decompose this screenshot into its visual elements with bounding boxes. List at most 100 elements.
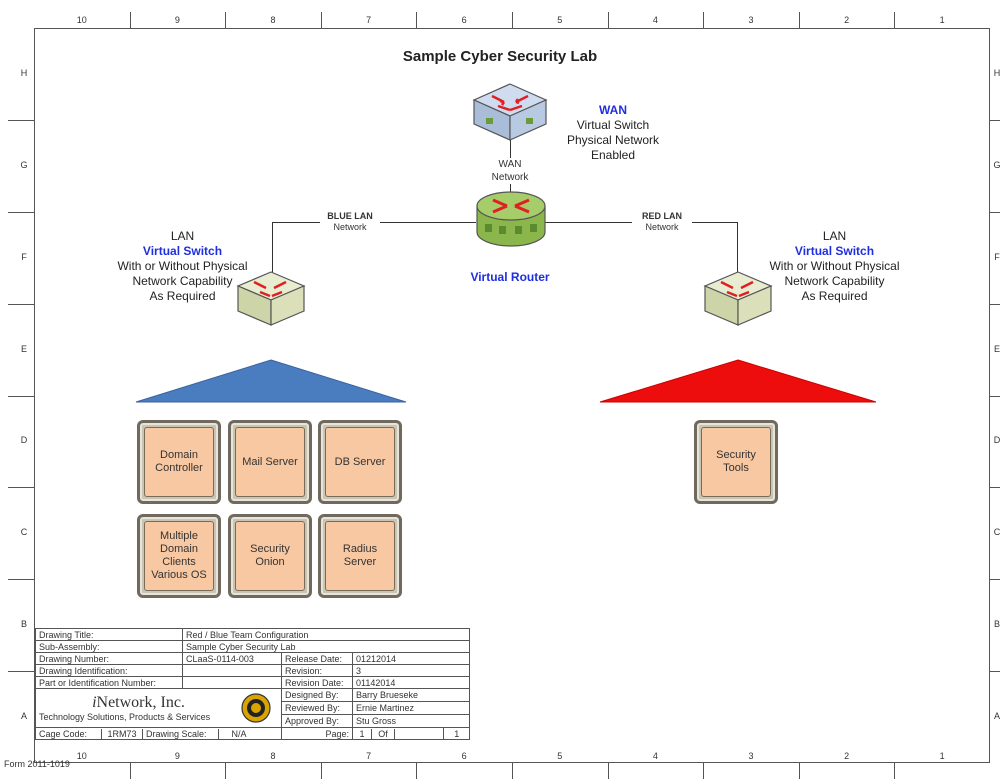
right-lan-line3: Network Capability [784,274,885,288]
tb-drawing-scale: N/A [231,728,247,739]
server-label: DB Server [325,427,395,497]
tb-empty [182,676,282,689]
router-label: Virtual Router [470,270,550,284]
grid-tick [512,12,513,28]
grid-tick [703,763,705,779]
blue-lan-switch-icon [236,271,306,326]
grid-tick [416,12,418,28]
grid-tick [990,119,1000,121]
server-security-onion: Security Onion [228,514,312,598]
company-name: iNetwork, Inc. [39,694,238,712]
grid-tick [8,487,34,489]
column-number-top: 1 [939,15,945,25]
grid-tick [8,211,34,213]
grid-tick [8,303,34,305]
red-lan-line2: Network [645,222,679,232]
blue-lan-line2: Network [333,222,367,232]
wan-line1: Virtual Switch [576,118,650,132]
tb-label: Revision: [281,664,353,677]
tb-label: Cage Code: [36,728,102,739]
right-lan-line4: As Required [801,289,868,303]
grid-tick [320,763,322,779]
left-lan-label: LAN Virtual Switch With or Without Physi… [100,229,265,304]
tb-drawing-title: Red / Blue Team Configuration [182,628,470,641]
tb-designed-by: Barry Brueseke [352,688,470,702]
row-letter-left: G [20,159,28,170]
grid-tick [8,119,34,121]
row-letter-right: B [993,619,1000,630]
left-lan-line1: LAN [170,229,195,243]
column-number-top: 4 [652,15,658,25]
column-number-top: 10 [76,15,87,25]
grid-tick [225,763,227,779]
grid-tick [129,763,131,779]
tb-label: Drawing Title: [35,628,183,641]
title-block: Drawing Title: Red / Blue Team Configura… [35,628,470,740]
tb-label: Designed By: [281,688,353,702]
column-number-bottom: 8 [270,751,276,761]
column-number-top: 3 [748,15,754,25]
blue-lan-label: BLUE LAN Network [320,211,380,233]
tb-label: Drawing Scale: [143,728,219,739]
server-label: Domain Controller [144,427,214,497]
blue-team-triangle [135,359,407,403]
grid-tick [607,12,609,28]
grid-tick [225,12,227,28]
wan-net-line2: Network [491,172,529,183]
grid-tick [990,395,1000,397]
grid-tick [798,12,800,28]
tb-label: Sub-Assembly: [35,640,183,653]
column-number-bottom: 6 [461,751,467,761]
server-security-tools: Security Tools [694,420,778,504]
tb-sub-assembly: Sample Cyber Security Lab [182,640,470,653]
wan-label: WAN Virtual Switch Physical Network Enab… [548,103,678,163]
right-lan-line1: LAN [822,229,847,243]
server-label: Security Onion [235,521,305,591]
row-letter-right: F [994,251,1000,262]
server-domain-controller: Domain Controller [137,420,221,504]
wan-line2: Physical Network Enabled [566,133,660,162]
column-number-bottom: 9 [174,751,180,761]
tb-release-date: 01212014 [352,652,470,665]
tb-label: Reviewed By: [281,701,353,715]
server-mail: Mail Server [228,420,312,504]
left-lan-line2: With or Without Physical [117,259,248,273]
wan-switch-icon [472,83,548,141]
row-letter-right: G [993,159,1000,170]
tb-label: Revision Date: [281,676,353,689]
tb-label: Release Date: [281,652,353,665]
tb-company: iNetwork, Inc. Technology Solutions, Pro… [35,688,282,728]
left-lan-heading: Virtual Switch [142,244,223,258]
blue-lan-line1: BLUE LAN [327,211,373,221]
tb-label: Approved By: [281,714,353,728]
right-lan-heading: Virtual Switch [794,244,875,258]
grid-tick [320,12,322,28]
row-letter-left: A [20,711,27,722]
grid-tick [8,395,34,397]
left-lan-line3: Network Capability [132,274,233,288]
server-label: Security Tools [701,427,771,497]
red-lan-drop [737,222,738,274]
server-label: Mail Server [235,427,305,497]
wan-net-line1: WAN [498,159,522,170]
grid-tick [990,579,1000,581]
red-lan-line1: RED LAN [642,211,682,221]
grid-tick [990,211,1000,213]
row-letter-right: D [993,435,1000,446]
red-lan-label: RED LAN Network [632,211,692,233]
tb-reviewed-by: Ernie Martinez [352,701,470,715]
wan-network-label: WAN Network [480,158,540,184]
red-team-triangle [599,359,877,403]
grid-tick [894,763,896,779]
tb-label: Drawing Number: [35,652,183,665]
row-letter-right: A [993,711,1000,722]
row-letter-left: D [20,435,28,446]
grid-tick [129,12,131,28]
column-number-bottom: 5 [557,751,563,761]
tb-label: Page: [281,727,353,740]
company-name-text: Network, Inc. [96,694,185,711]
grid-tick [990,487,1000,489]
right-lan-line2: With or Without Physical [769,259,900,273]
grid-tick [416,763,418,779]
tb-label: Part or Identification Number: [35,676,183,689]
